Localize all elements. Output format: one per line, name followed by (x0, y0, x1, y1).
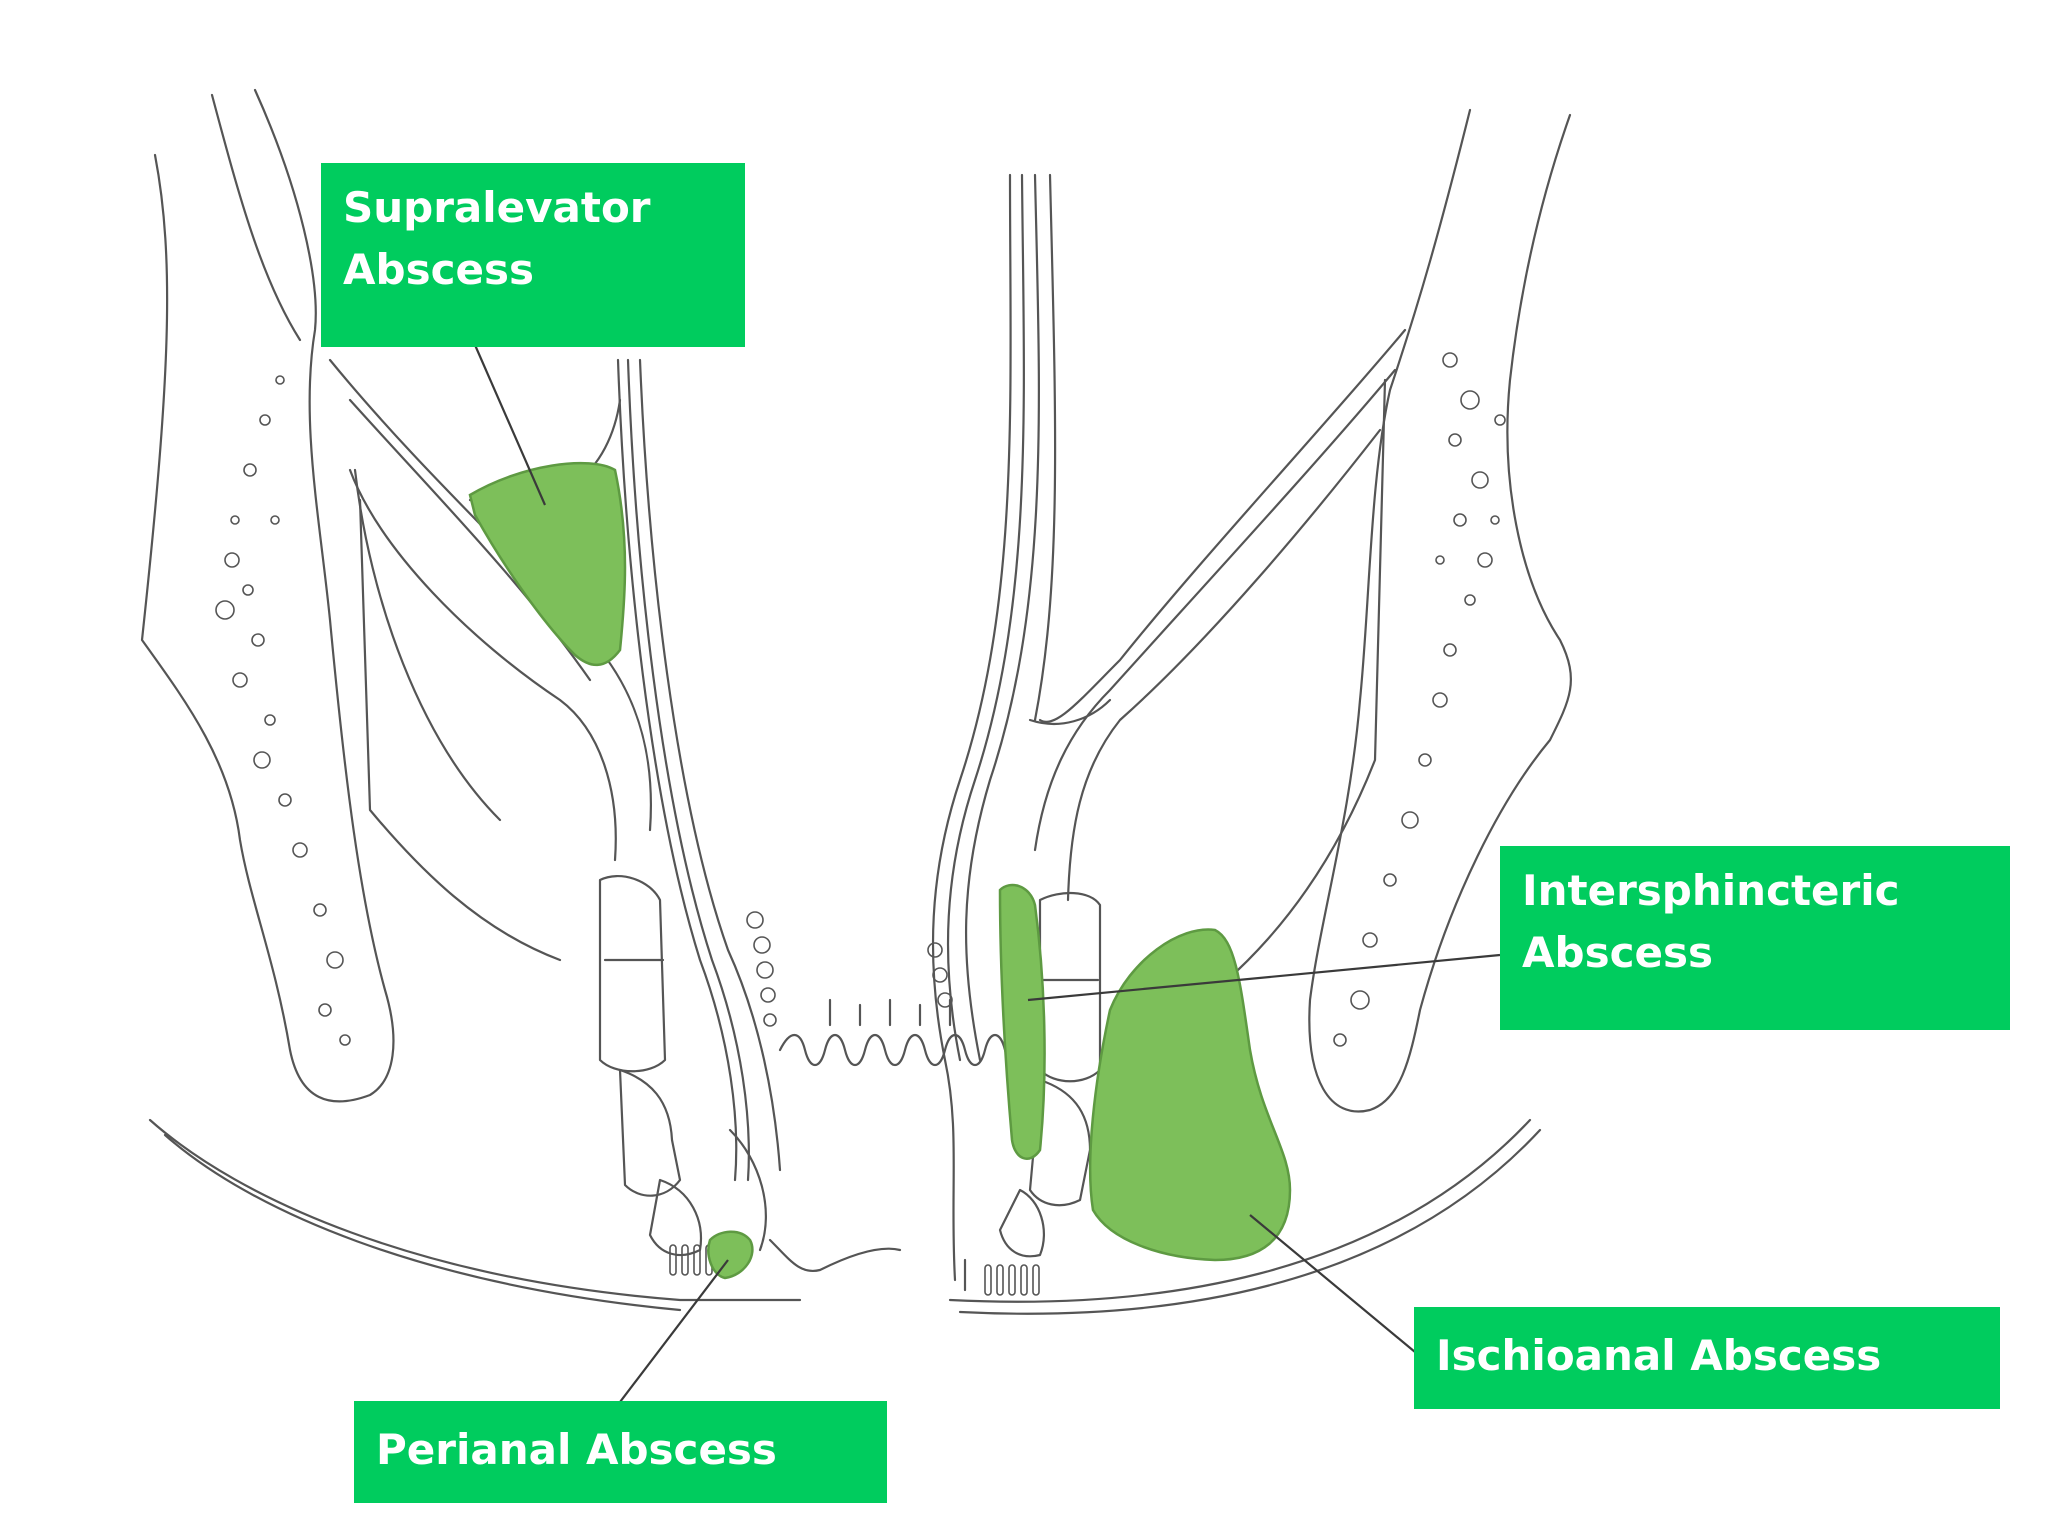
anal-canal-folds (778, 998, 1027, 1067)
intersphincteric-label: Intersphincteric Abscess (1500, 846, 2010, 1030)
perianal-label: Perianal Abscess (354, 1401, 887, 1503)
ischioanal-label: Ischioanal Abscess (1414, 1307, 2000, 1409)
left-rectal-wall (616, 358, 782, 1182)
supralevator-label: Supralevator Abscess (321, 163, 745, 347)
left-perianal-skin (148, 1118, 902, 1312)
intersphincteric-leader (1027, 953, 1501, 1002)
right-bone-texture (1333, 352, 1506, 1047)
left-ischium (140, 88, 395, 1103)
abscesses (468, 461, 1292, 1280)
right-hair-follicles (984, 1264, 1040, 1296)
intersphincteric-abscess (998, 883, 1046, 1160)
right-ischium (1308, 108, 1572, 1113)
left-anal-glands (746, 911, 777, 1027)
supralevator-leader (473, 344, 547, 506)
ischioanal-leader (1249, 1214, 1416, 1353)
right-rectal-wall (931, 173, 1057, 1282)
right-anal-glands (927, 942, 953, 1008)
supralevator-abscess (468, 461, 627, 667)
left-bone-texture (215, 375, 351, 1046)
ischioanal-label-line1: Ischioanal Abscess (1436, 1331, 1882, 1380)
perianal-label-line1: Perianal Abscess (376, 1425, 777, 1474)
perianal-leader (619, 1259, 729, 1403)
leader-lines (473, 344, 1501, 1403)
right-perianal-skin (948, 1118, 1542, 1315)
intersphincteric-label-line1: Intersphincteric (1522, 866, 1900, 915)
ischioanal-abscess (1088, 928, 1292, 1262)
left-external-sphincter (598, 875, 767, 1257)
supralevator-label-line1: Supralevator (343, 183, 651, 232)
left-hair-follicles (669, 1244, 713, 1276)
intersphincteric-label-line2: Abscess (1522, 928, 1713, 977)
supralevator-label-line2: Abscess (343, 245, 534, 294)
perianal-abscess (707, 1230, 754, 1280)
